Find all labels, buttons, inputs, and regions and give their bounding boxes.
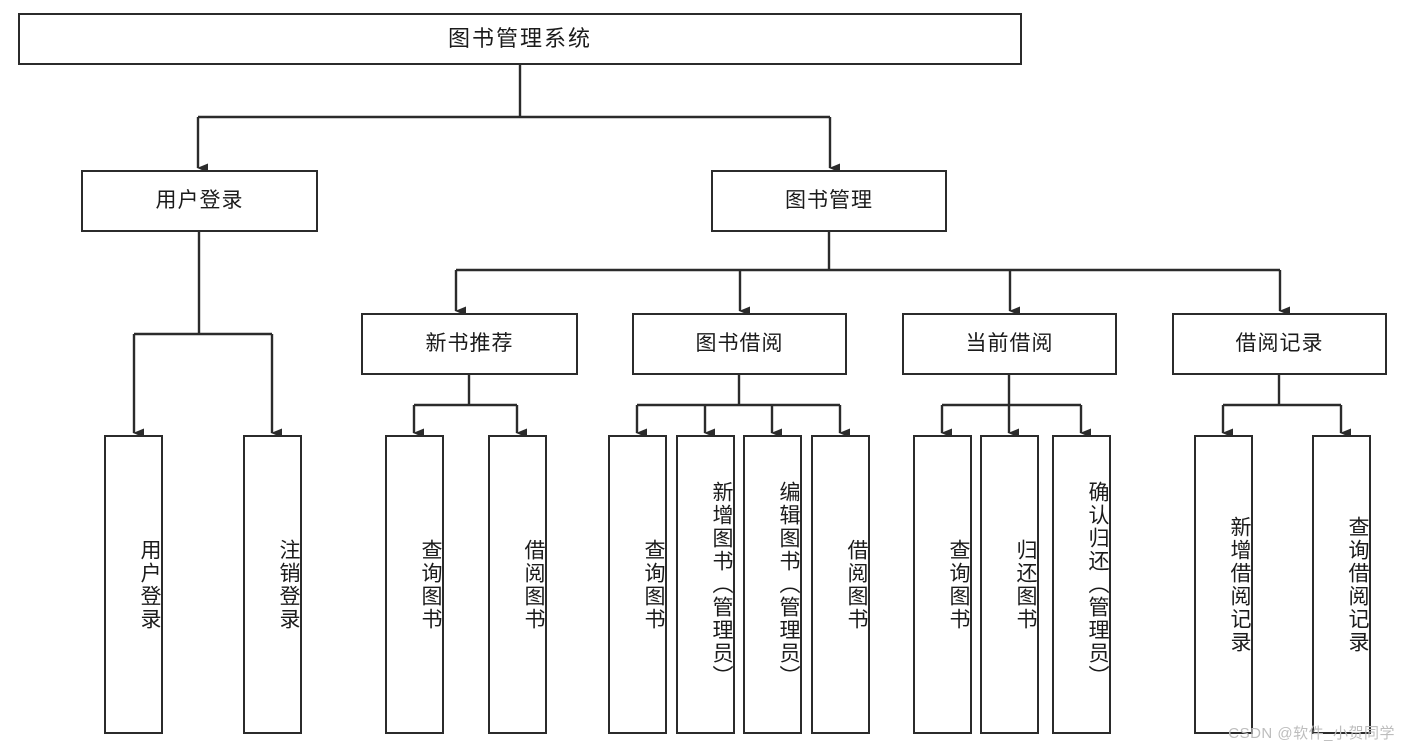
leaf-label: 查询图书 [947,538,970,631]
csdn-watermark: CSDN @软件_小贺同学 [1228,725,1395,742]
leaf-user-login[interactable]: 用户登录 [104,435,163,734]
leaf-label: 编辑图书（管理员） [777,481,800,688]
leaf-label: 用户登录 [138,538,161,631]
leaf-current-query-book[interactable]: 查询图书 [913,435,972,734]
leaf-label: 确认归还（管理员） [1086,481,1109,688]
node-book-management[interactable]: 图书管理 [711,170,947,232]
node-user-login[interactable]: 用户登录 [81,170,318,232]
leaf-current-return-book[interactable]: 归还图书 [980,435,1039,734]
node-book-borrow[interactable]: 图书借阅 [632,313,847,375]
leaf-recommend-query-book[interactable]: 查询图书 [385,435,444,734]
node-borrow-record[interactable]: 借阅记录 [1172,313,1387,375]
leaf-borrow-add-book-admin[interactable]: 新增图书（管理员） [676,435,735,734]
leaf-record-add-borrow-record[interactable]: 新增借阅记录 [1194,435,1253,734]
leaf-record-query-borrow-record[interactable]: 查询借阅记录 [1312,435,1371,734]
leaf-borrow-query-book[interactable]: 查询图书 [608,435,667,734]
leaf-recommend-borrow-book[interactable]: 借阅图书 [488,435,547,734]
leaf-label: 借阅图书 [845,538,868,631]
leaf-borrow-borrow-book[interactable]: 借阅图书 [811,435,870,734]
leaf-user-logout[interactable]: 注销登录 [243,435,302,734]
leaf-label: 借阅图书 [522,538,545,631]
leaf-borrow-edit-book-admin[interactable]: 编辑图书（管理员） [743,435,802,734]
node-current-borrow[interactable]: 当前借阅 [902,313,1117,375]
leaf-label: 查询图书 [642,538,665,631]
node-new-book-recommend[interactable]: 新书推荐 [361,313,578,375]
leaf-label: 查询借阅记录 [1346,515,1369,654]
leaf-label: 新增借阅记录 [1228,515,1251,654]
leaf-current-confirm-return-admin[interactable]: 确认归还（管理员） [1052,435,1111,734]
leaf-label: 注销登录 [277,538,300,631]
leaf-label: 查询图书 [419,538,442,631]
node-root-system[interactable]: 图书管理系统 [18,13,1022,65]
leaf-label: 新增图书（管理员） [710,481,733,688]
leaf-label: 归还图书 [1014,538,1037,631]
